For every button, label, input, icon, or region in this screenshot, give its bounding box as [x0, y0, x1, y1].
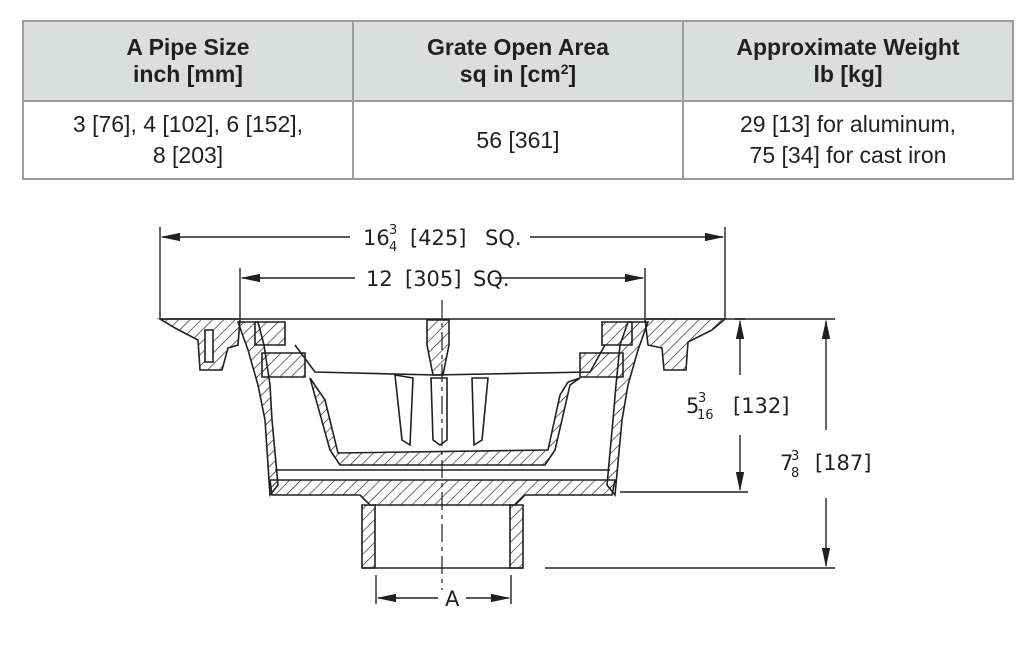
svg-text:4: 4 [389, 240, 397, 255]
svg-text:12: 12 [366, 267, 393, 291]
cell-pipe-size: 3 [76], 4 [102], 6 [152], 8 [203] [22, 100, 354, 180]
header-approximate-weight: Approximate Weight lb [kg] [682, 20, 1014, 102]
svg-text:7: 7 [780, 451, 793, 475]
svg-text:16: 16 [697, 408, 714, 423]
grate-width-dimension [239, 268, 646, 318]
svg-text:[187]: [187] [815, 451, 871, 475]
svg-text:[425]: [425] [410, 226, 466, 250]
pipe-size-dimension [375, 575, 512, 604]
svg-text:SQ.: SQ. [485, 226, 522, 250]
header-pipe-size: A Pipe Size inch [mm] [22, 20, 354, 102]
pipe-size-label: A [445, 587, 460, 611]
svg-text:SQ.: SQ. [473, 267, 510, 291]
svg-text:[132]: [132] [733, 394, 789, 418]
cell-open-area: 56 [361] [352, 100, 684, 180]
svg-text:3: 3 [389, 223, 397, 238]
spec-table: A Pipe Size inch [mm] Grate Open Area sq… [22, 20, 1014, 180]
overall-height-dimension [545, 318, 835, 569]
table-header-row: A Pipe Size inch [mm] Grate Open Area sq… [22, 20, 1014, 102]
table-row: 3 [76], 4 [102], 6 [152], 8 [203] 56 [36… [22, 100, 1014, 180]
svg-text:3: 3 [698, 391, 706, 406]
svg-text:3: 3 [791, 449, 799, 464]
svg-text:[305]: [305] [405, 267, 461, 291]
overall-width-dimension [159, 227, 726, 318]
cell-weight: 29 [13] for aluminum, 75 [34] for cast i… [682, 100, 1014, 180]
header-grate-open-area: Grate Open Area sq in [cm2] [352, 20, 684, 102]
overall-width-whole: 16 [363, 226, 390, 250]
body-height-dimension [620, 319, 748, 493]
svg-text:5: 5 [686, 394, 699, 418]
drain-body [157, 318, 745, 569]
svg-text:8: 8 [791, 466, 799, 481]
